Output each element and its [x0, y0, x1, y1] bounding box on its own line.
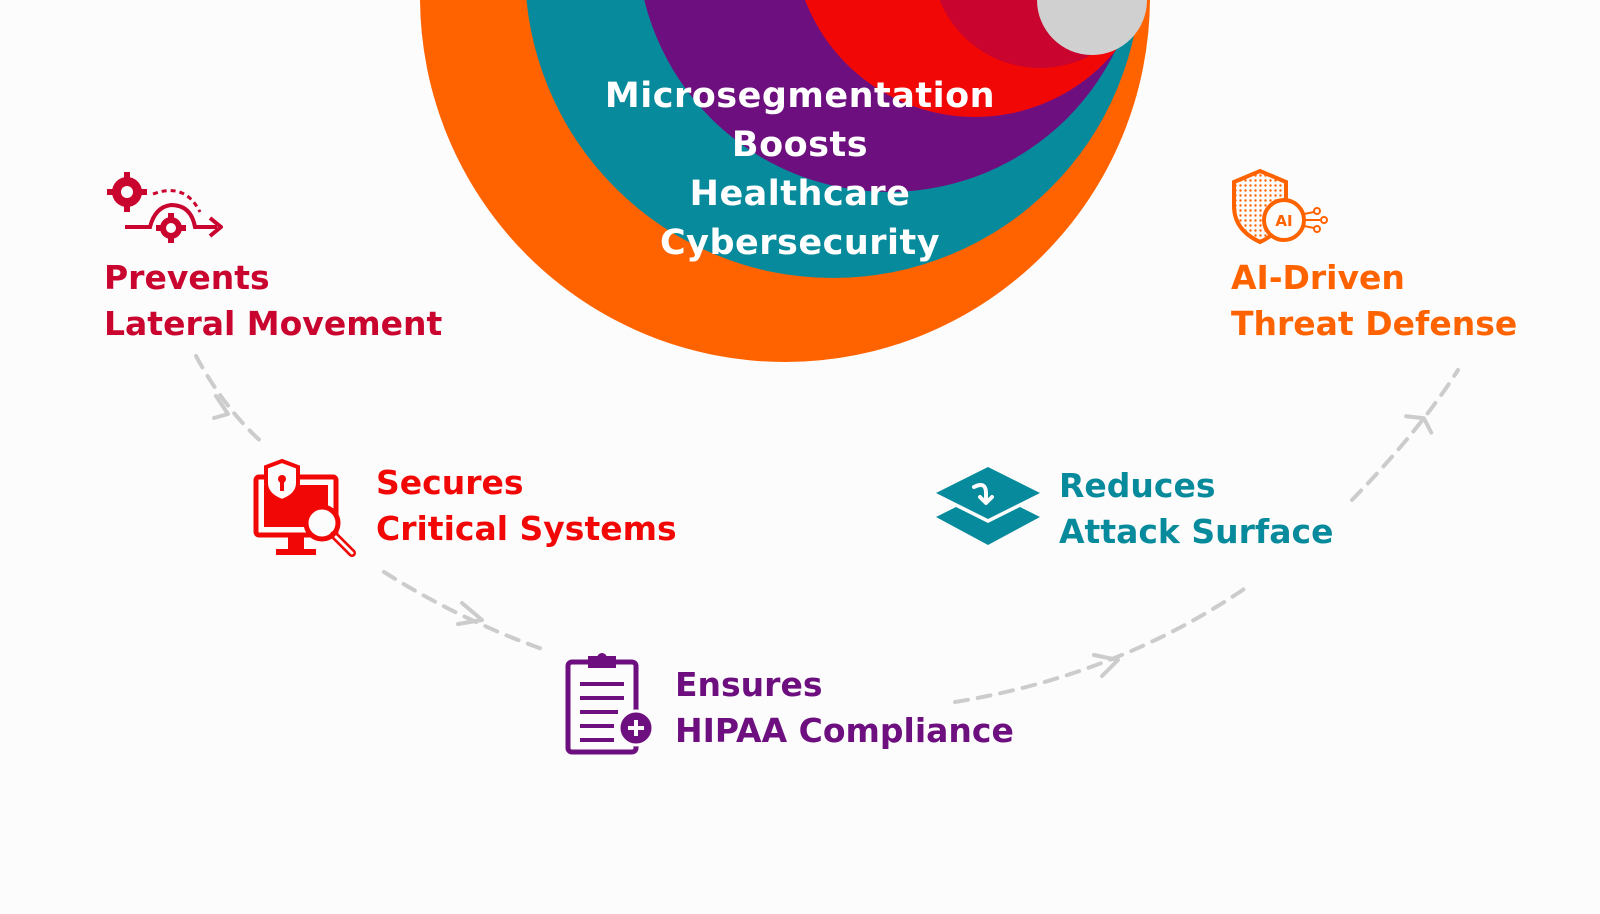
monitor-shield-magnifier-icon [253, 458, 356, 557]
item-1-line-1: Prevents [104, 258, 270, 297]
arrowhead-4 [1404, 414, 1434, 435]
item-ai-threat-defense: AI-Driven Threat Defense [1231, 255, 1517, 347]
item-1-line-2: Lateral Movement [104, 304, 443, 343]
item-attack-surface: Reduces Attack Surface [1059, 463, 1333, 555]
arrowhead-2 [456, 601, 484, 626]
arrowhead-3 [1092, 653, 1120, 678]
item-4-line-1: Reduces [1059, 466, 1216, 505]
item-hipaa-compliance: Ensures HIPAA Compliance [675, 662, 1014, 754]
circle-gray [1037, 0, 1147, 55]
item-2-line-1: Secures [376, 463, 524, 502]
gears-path-arrow-icon [107, 172, 223, 243]
item-5-line-1: AI-Driven [1231, 258, 1405, 297]
item-2-line-2: Critical Systems [376, 509, 677, 548]
title-line-4: Cybersecurity [659, 223, 941, 263]
arrow-path-2 [382, 570, 547, 652]
arrowhead-1 [212, 394, 230, 420]
item-critical-systems: Secures Critical Systems [376, 460, 677, 552]
title-line-1: Microsegmentation [604, 76, 996, 116]
title-line-2: Boosts [731, 125, 869, 165]
diagram-title: Microsegmentation Boosts Healthcare Cybe… [560, 72, 1040, 268]
item-5-line-2: Threat Defense [1231, 304, 1518, 343]
ai-shield-icon: AI [1232, 168, 1328, 245]
arrow-path-4 [1350, 368, 1460, 502]
ai-badge-text: AI [1275, 212, 1292, 230]
item-3-line-2: HIPAA Compliance [675, 711, 1014, 750]
item-3-line-1: Ensures [675, 665, 823, 704]
layers-arrow-icon [936, 467, 1040, 545]
arrow-path-1 [194, 354, 267, 447]
item-lateral-movement: Prevents Lateral Movement [104, 255, 442, 347]
title-line-3: Healthcare [689, 174, 911, 214]
item-4-line-2: Attack Surface [1059, 512, 1334, 551]
clipboard-plus-icon [565, 653, 655, 755]
